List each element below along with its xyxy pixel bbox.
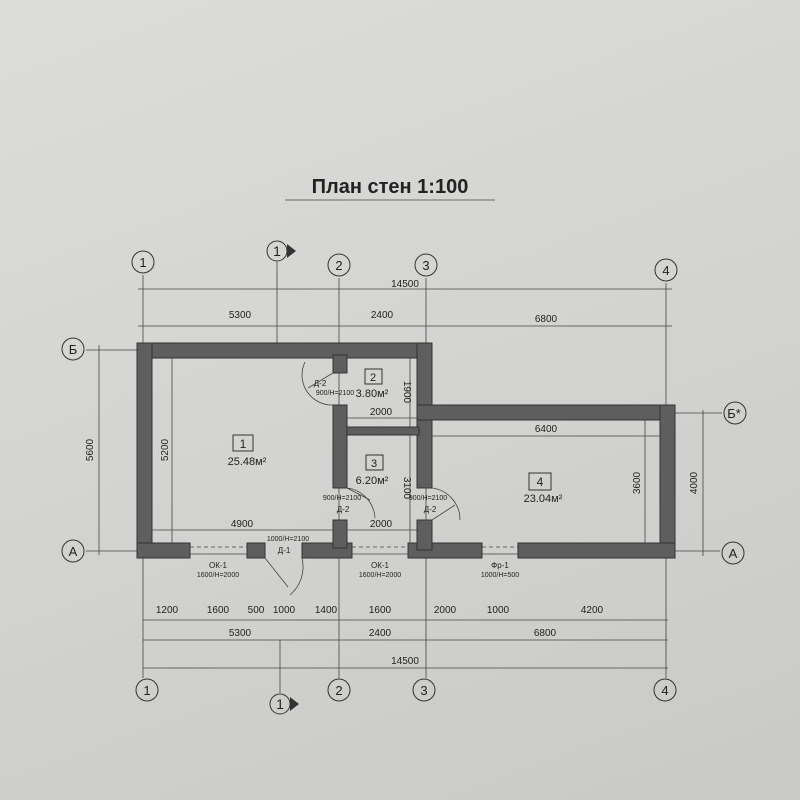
plan-title: План стен 1:100: [312, 176, 469, 198]
svg-text:3: 3: [420, 683, 427, 698]
svg-text:2400: 2400: [371, 310, 394, 321]
door-d1-size: 1000/H=2100: [267, 536, 309, 543]
svg-text:3: 3: [422, 258, 429, 273]
svg-text:1000: 1000: [487, 605, 510, 616]
door-d2-size-2: 900/H=2100: [323, 495, 361, 502]
svg-text:5600: 5600: [85, 438, 96, 461]
svg-text:4900: 4900: [231, 519, 254, 530]
svg-text:6400: 6400: [535, 424, 558, 435]
svg-text:3600: 3600: [632, 471, 643, 494]
right-dimension: 4000: [689, 410, 704, 556]
axis-bubble-4-bottom: 4: [653, 678, 677, 702]
svg-text:4: 4: [662, 263, 669, 278]
left-dimension: 5600: [85, 345, 100, 555]
opening-labels: Д-2 900/H=2100 900/H=2100 Д-2 900/H=2100…: [197, 379, 519, 579]
window-ok1-size-2: 1600/H=2000: [359, 572, 401, 579]
svg-text:1200: 1200: [156, 605, 179, 616]
interior-dim-lines: [152, 358, 660, 543]
window-ok1-label-1: ОК-1: [209, 561, 228, 570]
svg-text:1600: 1600: [207, 605, 230, 616]
svg-text:1600: 1600: [369, 605, 392, 616]
svg-text:4000: 4000: [689, 471, 700, 494]
axis-bubble-3-bottom: 3: [412, 678, 436, 702]
axis-bubble-4-top: 4: [654, 258, 678, 282]
svg-text:25.48м²: 25.48м²: [228, 456, 267, 468]
svg-text:2: 2: [335, 258, 342, 273]
svg-text:2000: 2000: [434, 605, 457, 616]
top-dimensions: 14500 5300 2400 6800: [138, 279, 672, 327]
svg-text:6800: 6800: [534, 628, 557, 639]
door-d2-label-3: Д-2: [424, 505, 437, 514]
svg-text:5300: 5300: [229, 628, 252, 639]
axis-bubble-B-star: Б*: [723, 401, 747, 425]
svg-text:4200: 4200: [581, 605, 604, 616]
door-d2-size-3: 900/H=2100: [409, 495, 447, 502]
door-d2-label-2: Д-2: [337, 505, 350, 514]
window-ok1-size-1: 1600/H=2000: [197, 572, 239, 579]
svg-text:А: А: [729, 546, 738, 561]
axis-bubble-2-top: 2: [327, 253, 351, 277]
svg-text:5200: 5200: [160, 438, 171, 461]
svg-text:А: А: [69, 544, 78, 559]
svg-text:Б: Б: [69, 342, 78, 357]
svg-text:4: 4: [661, 683, 668, 698]
axis-bubble-1-bottom: 1: [135, 678, 159, 702]
section-marker-bottom: 1: [269, 693, 299, 715]
svg-text:1400: 1400: [315, 605, 338, 616]
axis-bubble-A-left: А: [61, 539, 85, 563]
axis-bubble-3-top: 3: [414, 253, 438, 277]
svg-text:1: 1: [143, 683, 150, 698]
svg-text:1900: 1900: [401, 381, 412, 404]
bottom-dimensions: 1200 1600 500 1000 1400 1600 2000 1000 4…: [143, 605, 668, 669]
svg-text:2: 2: [370, 372, 376, 384]
svg-text:2000: 2000: [370, 407, 393, 418]
axis-bubble-B: Б: [61, 337, 85, 361]
svg-text:1: 1: [240, 437, 247, 451]
svg-text:2: 2: [335, 683, 342, 698]
walls: [136, 342, 676, 559]
axis-bubble-A-right: А: [721, 541, 745, 565]
svg-text:500: 500: [248, 605, 265, 616]
svg-text:3.80м²: 3.80м²: [356, 388, 389, 400]
svg-text:1: 1: [273, 243, 281, 259]
svg-text:4: 4: [537, 475, 544, 489]
svg-text:6800: 6800: [535, 314, 558, 325]
svg-text:2400: 2400: [369, 628, 392, 639]
svg-text:3100: 3100: [401, 477, 412, 500]
window-openings: [190, 546, 518, 555]
room-3: 3 6.20м² 2000 3100: [356, 454, 412, 530]
room-1: 1 25.48м² 4900 5200: [160, 434, 267, 530]
svg-text:1: 1: [276, 696, 284, 712]
svg-text:14500: 14500: [391, 279, 419, 290]
svg-text:3: 3: [371, 458, 377, 470]
axis-bubble-1-top: 1: [131, 250, 155, 274]
axis-bubble-2-bottom: 2: [327, 678, 351, 702]
window-fr1-label: Фр-1: [491, 561, 509, 570]
svg-text:6.20м²: 6.20м²: [356, 475, 389, 487]
room-2: 2 3.80м² 2000 1900: [356, 368, 412, 418]
window-fr1-size: 1000/H=500: [481, 572, 519, 579]
svg-text:23.04м²: 23.04м²: [524, 493, 563, 505]
svg-text:Б*: Б*: [727, 406, 741, 421]
svg-text:5300: 5300: [229, 310, 252, 321]
room-4: 4 23.04м² 6400 3600: [524, 424, 643, 505]
door-d1-label: Д-1: [278, 546, 291, 555]
svg-text:14500: 14500: [391, 656, 419, 667]
svg-text:2000: 2000: [370, 519, 393, 530]
window-ok1-label-2: ОК-1: [371, 561, 390, 570]
section-marker-top: 1: [266, 240, 296, 262]
svg-text:1: 1: [139, 255, 146, 270]
svg-text:1000: 1000: [273, 605, 296, 616]
door-d2-size-1: 900/H=2100: [316, 390, 354, 397]
door-d2-label-1: Д-2: [314, 379, 327, 388]
door-swings: [264, 361, 461, 596]
